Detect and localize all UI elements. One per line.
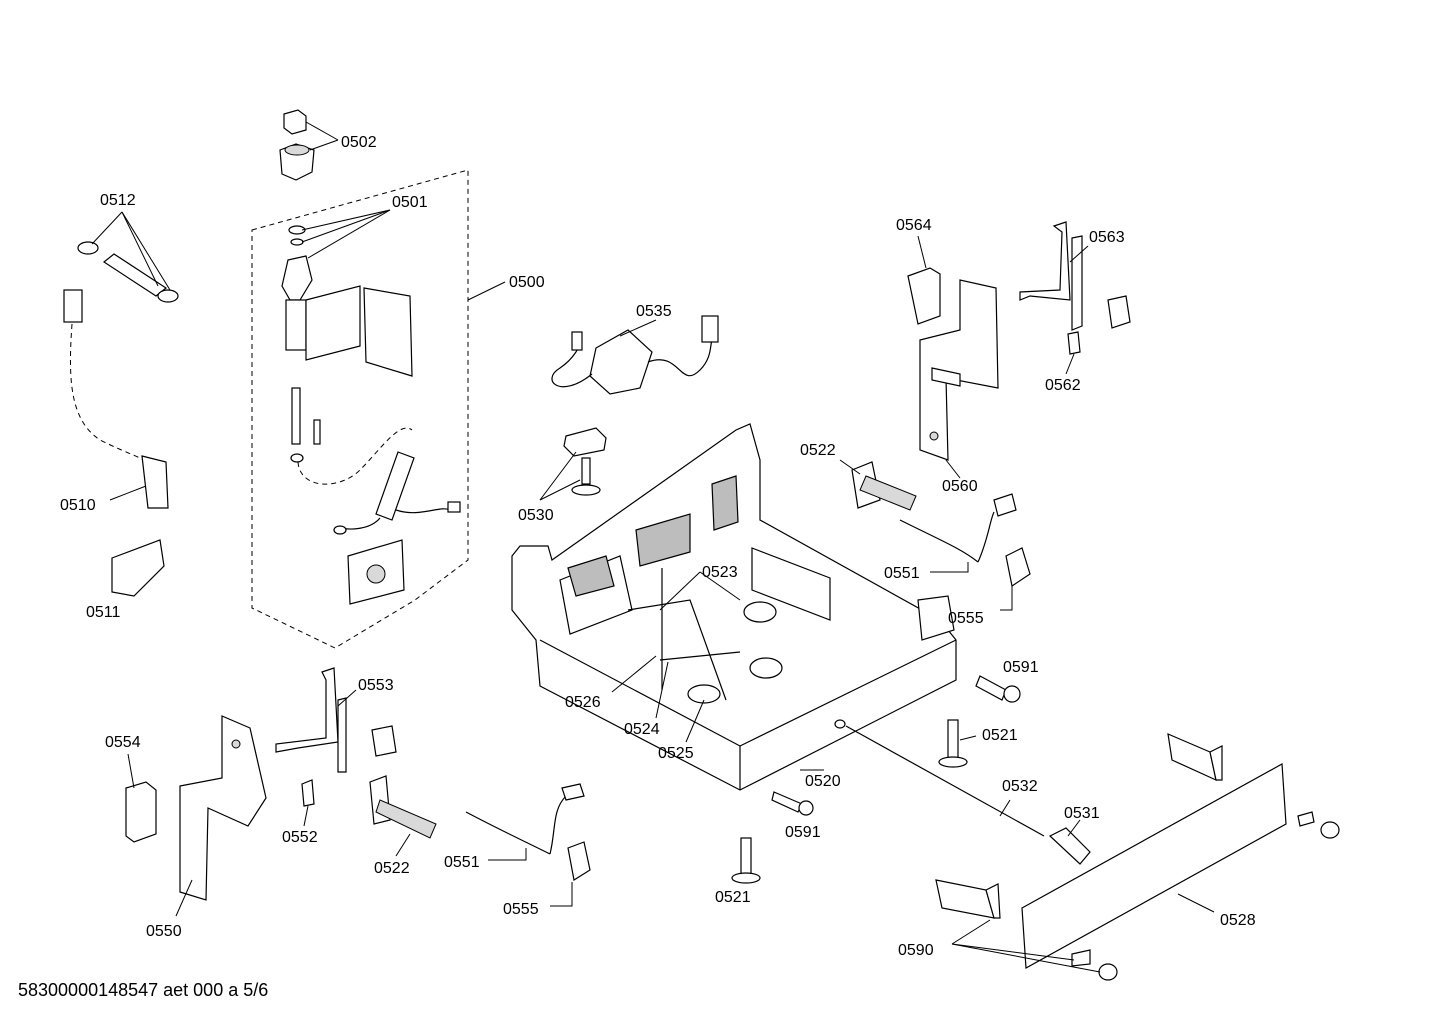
part-0535-cable (551, 315, 719, 395)
label-0524: 0524 (624, 721, 660, 738)
part-0564-clip (907, 235, 941, 325)
label-0512: 0512 (100, 192, 136, 209)
label-0560: 0560 (942, 478, 978, 495)
part-0528-kickplate (1021, 763, 1287, 969)
label-0531: 0531 (1064, 805, 1100, 822)
label-0555-right: 0555 (948, 610, 984, 627)
label-0520: 0520 (805, 773, 841, 790)
label-0500: 0500 (509, 274, 545, 291)
label-0535: 0535 (636, 303, 672, 320)
group-0500-boundary (251, 169, 469, 649)
part-0528-screw-right (1297, 811, 1340, 839)
label-0532: 0532 (1002, 778, 1038, 795)
part-0511 (111, 539, 165, 597)
part-0500-inlet-hose (297, 427, 461, 535)
label-0563: 0563 (1089, 229, 1125, 246)
part-0522-hinge-right (839, 459, 917, 511)
label-0562: 0562 (1045, 377, 1081, 394)
label-0551-right: 0551 (884, 565, 920, 582)
label-0501: 0501 (392, 194, 428, 211)
label-0550: 0550 (146, 923, 182, 940)
part-0591-screw-upper (975, 675, 1021, 703)
part-0531-knob (1048, 819, 1091, 865)
label-0551-left: 0551 (444, 854, 480, 871)
label-0511: 0511 (86, 604, 121, 621)
part-0520-base-frame (511, 423, 957, 791)
part-0590-bracket (935, 879, 1118, 981)
part-0555-right (1000, 547, 1031, 611)
part-0591-screw-lower (771, 791, 814, 816)
part-0555-left (550, 841, 591, 907)
part-0553-bracket (275, 667, 397, 773)
part-0512-tube-clips (77, 211, 179, 303)
part-0521-foot-lower (731, 837, 761, 884)
label-0522-left: 0522 (374, 860, 410, 877)
label-0521-upper: 0521 (982, 727, 1018, 744)
part-0522-hinge-left (369, 775, 437, 857)
base-frame-leaders (611, 571, 824, 771)
part-0501-valve (281, 209, 413, 463)
part-number-labels: 0502 0501 0500 0512 0510 0511 0535 0530 … (60, 134, 1256, 959)
label-0555-left: 0555 (503, 901, 539, 918)
part-0551-cable-right (899, 493, 1017, 573)
label-0590: 0590 (898, 942, 934, 959)
label-0510: 0510 (60, 497, 96, 514)
part-0552-clip (301, 779, 315, 827)
document-reference-footer: 58300000148547 aet 000 a 5/6 (18, 980, 269, 1000)
part-0563-bracket (1019, 221, 1131, 331)
part-0560-bracket (919, 279, 999, 479)
part-0550-bracket (175, 715, 267, 917)
label-0526: 0526 (565, 694, 601, 711)
label-0553: 0553 (358, 677, 394, 694)
label-0591-lower: 0591 (785, 824, 821, 841)
part-0554-clip (125, 753, 157, 843)
label-0521-lower: 0521 (715, 889, 751, 906)
part-0551-cable-left (465, 783, 585, 861)
label-0523: 0523 (702, 564, 738, 581)
label-0530: 0530 (518, 507, 554, 524)
label-0525: 0525 (658, 745, 694, 762)
label-0502: 0502 (341, 134, 377, 151)
part-0530-foot (539, 427, 607, 501)
part-0521-foot-upper (938, 719, 977, 768)
label-0552: 0552 (282, 829, 318, 846)
label-0522-right: 0522 (800, 442, 836, 459)
label-0554: 0554 (105, 734, 141, 751)
part-0502-fittings (279, 109, 339, 181)
part-0500-bracket (347, 539, 405, 605)
label-0528: 0528 (1220, 912, 1256, 929)
part-0510-drain-hose (63, 289, 169, 509)
label-0564: 0564 (896, 217, 932, 234)
part-0532-rod (845, 725, 1045, 837)
label-0591-upper: 0591 (1003, 659, 1039, 676)
part-0562-clip (1065, 331, 1081, 375)
part-0528-bracket-top (1167, 733, 1223, 782)
